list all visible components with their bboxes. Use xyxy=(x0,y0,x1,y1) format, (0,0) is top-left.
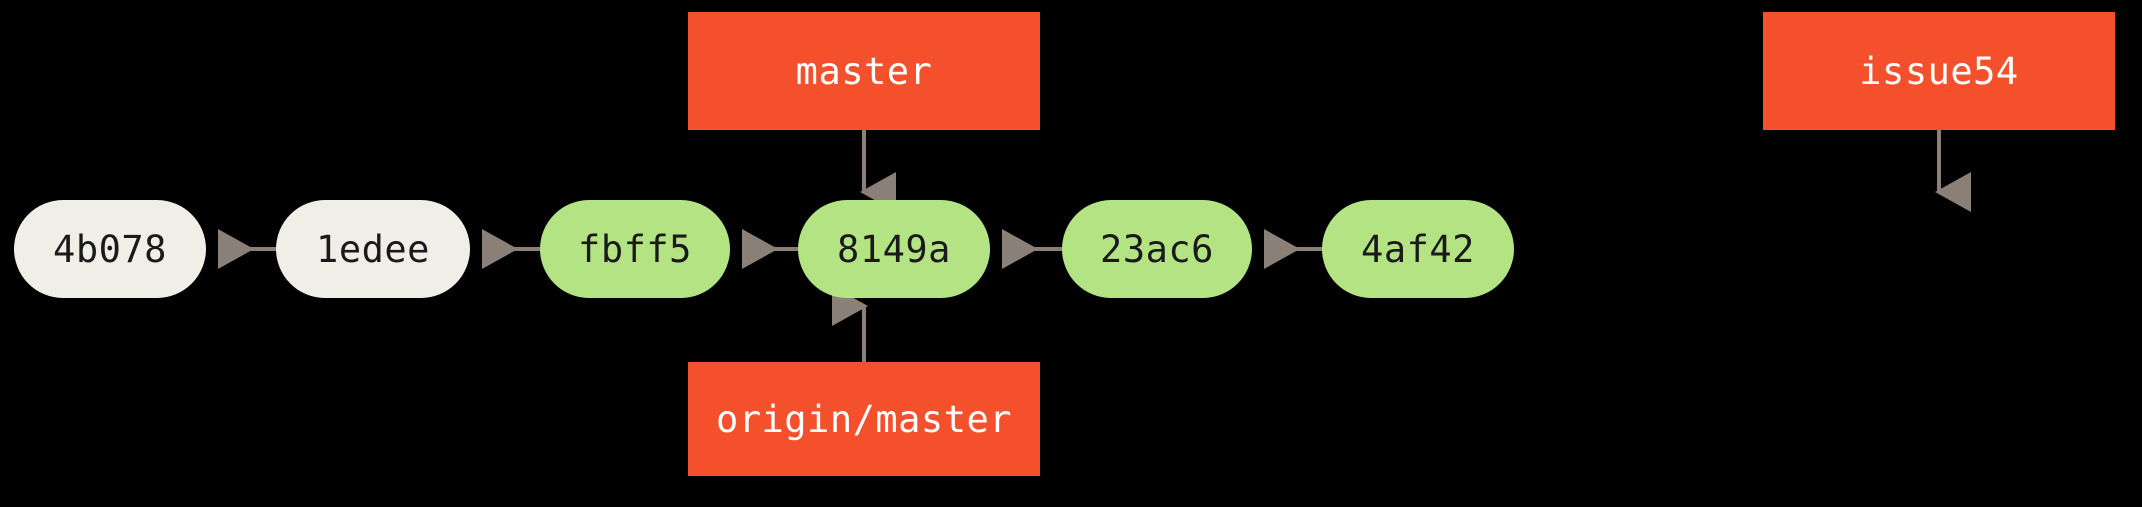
commit-node-8149a[interactable]: 8149a xyxy=(798,200,990,298)
ref-label: origin/master xyxy=(715,397,1013,441)
commit-hash-label: 1edee xyxy=(316,227,430,271)
commit-node-23ac6[interactable]: 23ac6 xyxy=(1062,200,1252,298)
commit-node-fbff5[interactable]: fbff5 xyxy=(540,200,730,298)
commit-node-4b078[interactable]: 4b078 xyxy=(14,200,206,298)
commit-hash-label: 23ac6 xyxy=(1100,227,1214,271)
ref-box-master[interactable]: master xyxy=(688,12,1040,130)
commit-hash-label: 4af42 xyxy=(1361,227,1475,271)
commit-hash-label: 8149a xyxy=(837,227,951,271)
ref-label: issue54 xyxy=(1859,49,2019,93)
commit-node-4af42[interactable]: 4af42 xyxy=(1322,200,1514,298)
ref-label: master xyxy=(795,49,933,93)
ref-box-origin-master[interactable]: origin/master xyxy=(688,362,1040,476)
ref-box-issue54[interactable]: issue54 xyxy=(1763,12,2115,130)
commit-hash-label: 4b078 xyxy=(53,227,167,271)
commit-node-1edee[interactable]: 1edee xyxy=(276,200,470,298)
commit-hash-label: fbff5 xyxy=(578,227,692,271)
